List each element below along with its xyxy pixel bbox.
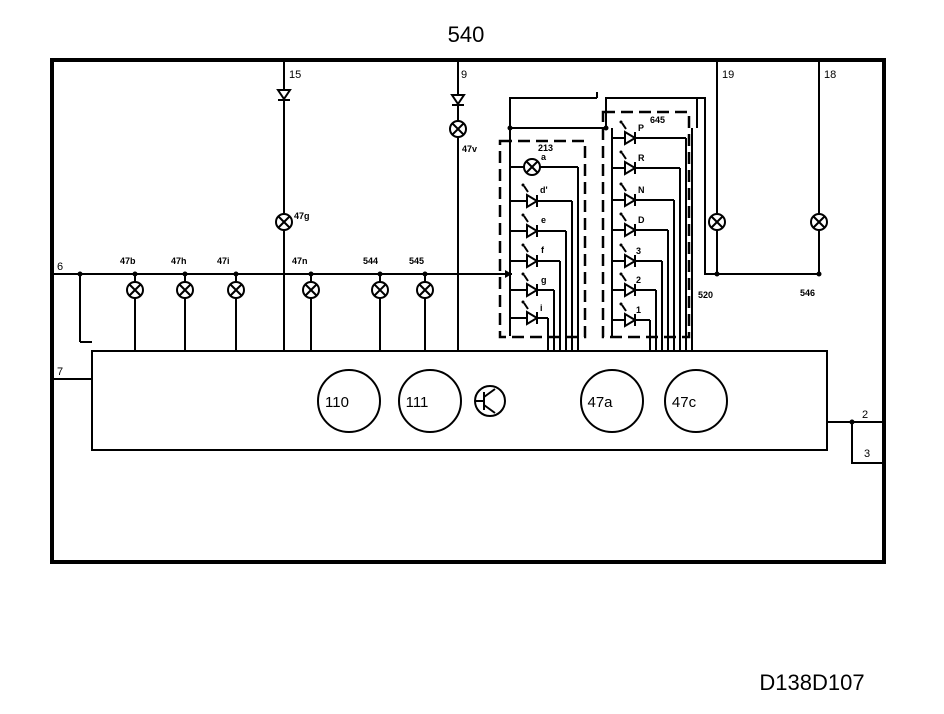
left-group-row-d: d' <box>510 182 573 351</box>
terminal-15-label: 15 <box>289 69 301 81</box>
group-213-frame <box>498 139 587 339</box>
svg-text:47h: 47h <box>171 256 187 266</box>
outer-frame <box>50 58 886 564</box>
right-group-row-1: 1 <box>612 301 651 351</box>
terminal-9-label: 9 <box>461 69 467 81</box>
svg-text:g: g <box>541 275 547 285</box>
right-group-row-3: 3 <box>612 242 663 351</box>
component-111: 111 <box>398 369 462 433</box>
lamp-47g-label: 47g <box>294 211 310 221</box>
svg-text:111: 111 <box>406 394 429 411</box>
group-645-label: 645 <box>650 115 665 125</box>
svg-text:1: 1 <box>636 305 641 315</box>
svg-text:d': d' <box>540 185 548 195</box>
svg-text:P: P <box>638 123 644 133</box>
label-546: 546 <box>800 288 815 298</box>
lamp-47h: 47h <box>171 256 194 351</box>
svg-text:47i: 47i <box>217 256 230 266</box>
component-47c: 47c <box>664 369 728 433</box>
left-group-row-e: e <box>510 212 567 351</box>
terminal-6-label: 6 <box>57 261 63 273</box>
lamp-47b: 47b <box>120 256 144 351</box>
group-645-frame <box>601 110 691 339</box>
left-group-row-f: f <box>510 242 561 351</box>
svg-text:i: i <box>540 303 543 313</box>
svg-text:110: 110 <box>325 394 349 411</box>
svg-text:a: a <box>541 152 547 162</box>
left-group-row-i: i <box>510 299 549 351</box>
terminal-19-branch: 19 <box>697 60 734 277</box>
right-group-row-D: D <box>612 211 669 351</box>
svg-text:47a: 47a <box>587 394 613 411</box>
terminal-7-label: 7 <box>57 366 63 378</box>
right-group-row-P: P <box>612 119 687 351</box>
svg-text:47b: 47b <box>120 256 136 266</box>
instrument-module <box>91 350 828 451</box>
svg-text:47n: 47n <box>292 256 308 266</box>
terminal-19-label: 19 <box>722 69 734 81</box>
group-213-label: 213 <box>538 143 553 153</box>
wire-3 <box>851 422 884 464</box>
terminal-2-label: 2 <box>862 409 868 421</box>
terminal-18-label: 18 <box>824 69 836 81</box>
lamp-47n: 47n <box>292 256 320 351</box>
left-group-row-a: a <box>510 152 579 351</box>
transistor-symbol <box>474 385 506 417</box>
svg-text:3: 3 <box>636 246 641 256</box>
right-group-row-N: N <box>612 181 675 351</box>
svg-text:e: e <box>541 215 546 225</box>
component-110: 110 <box>317 369 381 433</box>
lamp-47v-label: 47v <box>462 144 477 154</box>
svg-text:f: f <box>541 245 545 255</box>
terminal-9-branch: 9 47v <box>449 60 477 351</box>
diagram-title: 540 <box>448 22 485 47</box>
lamp-47i: 47i <box>217 256 245 351</box>
terminal-3-label: 3 <box>864 448 870 460</box>
svg-text:47c: 47c <box>672 394 697 411</box>
right-group-row-2: 2 <box>612 271 657 351</box>
svg-text:2: 2 <box>636 275 641 285</box>
lamp-544: 544 <box>363 256 389 351</box>
lamp-545: 545 <box>409 256 434 351</box>
left-group-row-g: g <box>510 271 555 351</box>
terminal-15-branch: 15 47g <box>275 60 310 351</box>
component-47a: 47a <box>580 369 644 433</box>
svg-text:D: D <box>638 215 645 225</box>
label-520: 520 <box>698 290 713 300</box>
svg-text:N: N <box>638 185 645 195</box>
drawing-id: D138D107 <box>759 670 864 695</box>
svg-text:R: R <box>638 153 645 163</box>
svg-text:544: 544 <box>363 256 378 266</box>
right-group-row-R: R <box>612 149 681 351</box>
svg-text:545: 545 <box>409 256 424 266</box>
terminal-18-branch: 18 <box>717 60 836 277</box>
